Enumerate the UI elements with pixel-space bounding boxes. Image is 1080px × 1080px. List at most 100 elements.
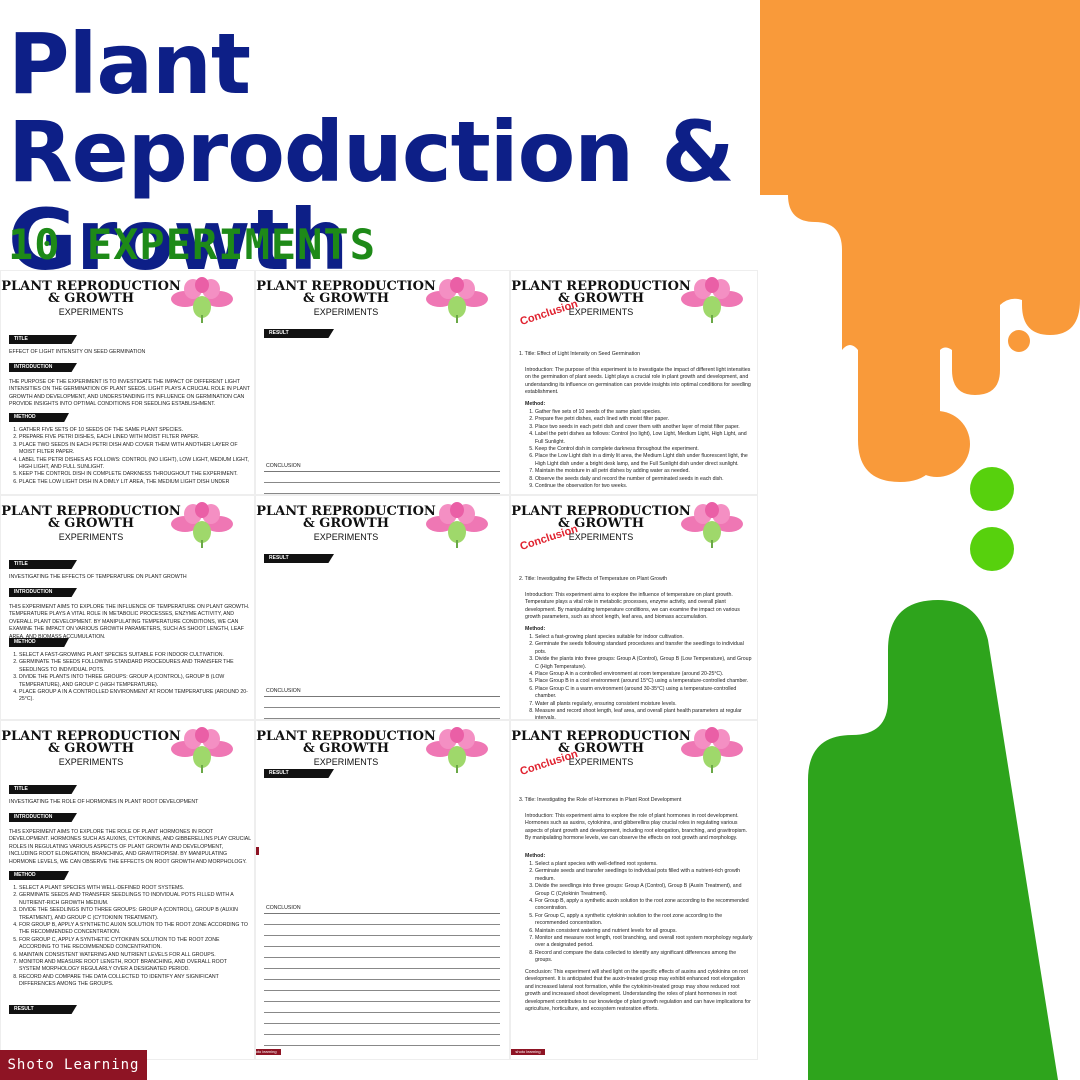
method-text: SELECT A FAST-GROWING PLANT SPECIES SUIT… [9,652,249,704]
method-step: Place two seeds in each petri dish and c… [535,424,753,431]
completed-title: 3. Title: Investigating the Role of Horm… [519,797,682,803]
pink-flower-icon [426,727,488,773]
orange-dot [1008,330,1030,352]
completed-introduction: Introduction: The purpose of this experi… [525,367,751,396]
experiments-count-heading: 10 EXPERIMENTS [8,220,377,269]
answer-line [264,925,500,936]
method-step: SELECT A FAST-GROWING PLANT SPECIES SUIT… [19,652,249,659]
conclusion-label: CONCLUSION [266,905,301,911]
worksheet-subtitle: EXPERIMENTS [568,757,634,767]
worksheet-title: PLANT REPRODUCTION & GROWTH [511,504,691,531]
method-tag: METHOD [9,871,69,880]
method-step: Prepare five petri dishes, each lined wi… [535,416,753,423]
answer-line [264,958,500,969]
method-step: Divide the seedlings into three groups: … [535,883,753,898]
method-list: Gather five sets of 10 seeds of the same… [535,409,753,490]
method-text: GATHER FIVE SETS OF 10 SEEDS OF THE SAME… [9,427,249,486]
method-step: DIVIDE THE SEEDLINGS INTO THREE GROUPS: … [19,907,249,922]
orange-drip-shape [760,0,1080,482]
answer-line [264,947,500,958]
worksheet-title: PLANT REPRODUCTION & GROWTH [511,279,691,306]
worksheet-title: PLANT REPRODUCTION & GROWTH [1,504,181,531]
worksheet-title: PLANT REPRODUCTION & GROWTH [256,729,436,756]
method-step: Germinate seeds and transfer seedlings t… [535,868,753,883]
answer-line [264,914,500,925]
method-step: GATHER FIVE SETS OF 10 SEEDS OF THE SAME… [19,427,249,434]
method-step: Monitor and measure root length, root br… [535,935,753,950]
method-step: PLACE THE LOW LIGHT DISH IN A DIMLY LIT … [19,479,249,486]
green-dot [970,527,1014,571]
method-list: SELECT A FAST-GROWING PLANT SPECIES SUIT… [19,652,249,704]
pink-flower-icon [681,277,743,323]
method-step: MONITOR AND MEASURE ROOT LENGTH, ROOT BR… [19,959,249,974]
method-step: For Group C, apply a synthetic cytokinin… [535,913,753,928]
green-dot [970,467,1014,511]
answer-line [264,969,500,980]
method-step: Measure and record shoot length, leaf ar… [535,708,753,719]
method-step: Water all plants regularly, ensuring con… [535,701,753,708]
method-step: Continue the observation for two weeks. [535,483,753,490]
completed-method: Select a fast-growing plant species suit… [525,634,753,719]
green-drip-shape [808,600,1058,1080]
method-list: SELECT A PLANT SPECIES WITH WELL-DEFINED… [19,885,249,989]
worksheet-subtitle: EXPERIMENTS [568,307,634,317]
answer-line [264,1002,500,1013]
result-tag: RESULT [264,329,334,338]
answer-lines [264,471,500,494]
method-step: For Group B, apply a synthetic auxin sol… [535,898,753,913]
completed-introduction: Introduction: This experiment aims to ex… [525,592,740,621]
completed-method: Gather five sets of 10 seeds of the same… [525,409,753,490]
mini-brand-label: shoto learning [256,1049,281,1055]
completed-method-label: Method: [525,401,546,407]
method-step: Place the Low Light dish in a dimly lit … [535,453,753,468]
pink-flower-icon [171,727,233,773]
method-step: LABEL THE PETRI DISHES AS FOLLOWS: CONTR… [19,457,249,472]
method-step: Select a fast-growing plant species suit… [535,634,753,641]
title-tag: TITLE [9,335,77,344]
method-list: Select a fast-growing plant species suit… [535,634,753,719]
result-tag: RESULT [264,769,334,778]
completed-title: 1. Title: Effect of Light Intensity on S… [519,351,641,357]
experiment-title: INVESTIGATING THE EFFECTS OF TEMPERATURE… [9,574,187,580]
method-step: PLACE GROUP A IN A CONTROLLED ENVIRONMEN… [19,689,249,704]
completed-method-label: Method: [525,853,546,859]
answer-line [264,1013,500,1024]
answer-line [264,980,500,991]
worksheet-subtitle: EXPERIMENTS [58,532,124,542]
method-list: GATHER FIVE SETS OF 10 SEEDS OF THE SAME… [19,427,249,486]
method-step: Maintain consistent watering and nutrien… [535,928,753,935]
conclusion-label: CONCLUSION [266,688,301,694]
completed-method-label: Method: [525,626,546,632]
completed-method: Select a plant species with well-defined… [525,861,753,965]
method-step: Germinate the seeds following standard p… [535,641,753,656]
method-step: Place Group C in a warm environment (aro… [535,686,753,701]
answer-line [264,1035,500,1046]
result-tag: RESULT [9,1005,77,1014]
answer-lines [264,913,500,1046]
method-step: PREPARE FIVE PETRI DISHES, EACH LINED WI… [19,434,249,441]
method-step: Place Group A in a controlled environmen… [535,671,753,678]
method-step: DIVIDE THE PLANTS INTO THREE GROUPS: GRO… [19,674,249,689]
introduction-tag: INTRODUCTION [9,363,77,372]
worksheet-subtitle: EXPERIMENTS [313,532,379,542]
method-tag: METHOD [9,638,69,647]
brand-label: Shoto Learning [0,1050,147,1080]
method-step: MAINTAIN CONSISTENT WATERING AND NUTRIEN… [19,952,249,959]
answer-lines [264,696,500,719]
pink-flower-icon [681,727,743,773]
method-step: Place Group B in a cool environment (aro… [535,678,753,685]
method-step: Keep the Control dish in complete darkne… [535,446,753,453]
method-step: Observe the seeds daily and record the n… [535,476,753,483]
pink-flower-icon [426,277,488,323]
worksheet-subtitle: EXPERIMENTS [313,757,379,767]
method-step: Label the petri dishes as follows: Contr… [535,431,753,446]
method-step: GERMINATE THE SEEDS FOLLOWING STANDARD P… [19,659,249,674]
worksheet-title: PLANT REPRODUCTION & GROWTH [511,729,691,756]
